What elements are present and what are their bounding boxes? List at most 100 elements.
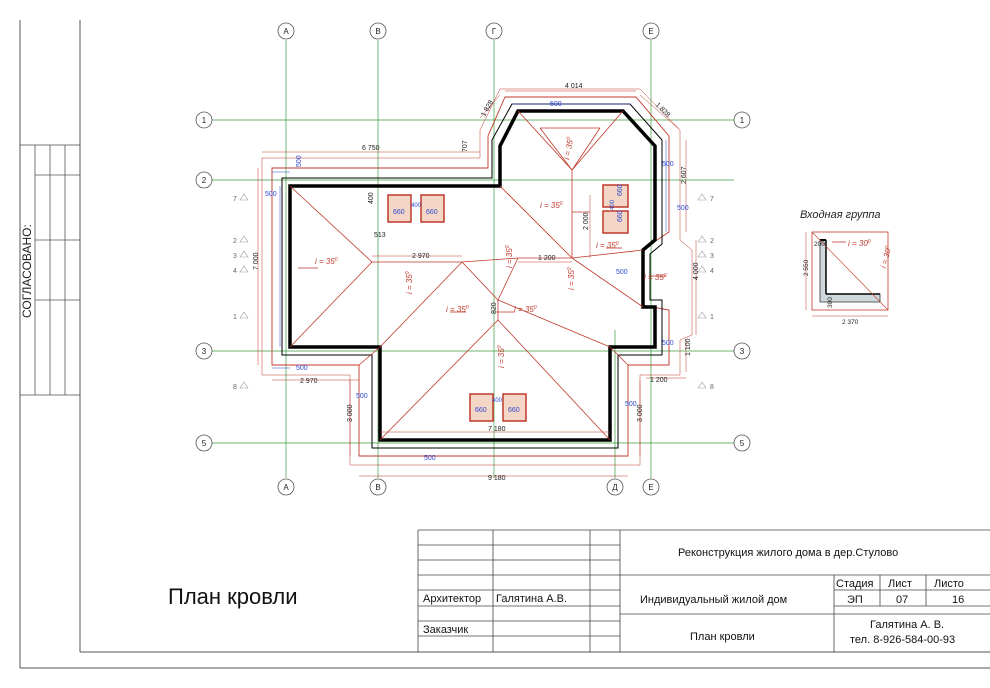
dim-1200-b: 1 200 xyxy=(650,377,668,384)
axis-label-left-2: 2 xyxy=(202,176,207,185)
entrance-slope-2: i = 300 xyxy=(879,245,894,269)
axis-label-bottom-A: А xyxy=(283,483,289,492)
agreement-stamp xyxy=(19,144,81,396)
entrance-dim-2550: 2 550 xyxy=(803,259,810,276)
entrance-title: Входная группа xyxy=(800,209,881,221)
roof-window-group-3: 660 660 400 xyxy=(469,393,527,422)
dim-500-11: 500 xyxy=(424,455,436,462)
slope-label-10: i = 350 xyxy=(644,273,667,282)
entrance-dim-200: 200 xyxy=(814,241,825,248)
dim-6750: 6 750 xyxy=(362,145,380,152)
dim-707: 707 xyxy=(462,140,469,152)
axis-label-bottom-E: Е xyxy=(648,483,653,492)
dim-1100: 1 100 xyxy=(685,338,692,356)
slope-label-4: i = 350 xyxy=(514,305,537,314)
svg-text:400: 400 xyxy=(610,199,616,210)
svg-text:400: 400 xyxy=(411,203,422,209)
dim-500-3: 500 xyxy=(550,101,562,108)
svg-text:660: 660 xyxy=(393,209,405,216)
dim-500-8: 500 xyxy=(296,365,308,372)
axis-label-right-1: 1 xyxy=(740,116,745,125)
axis-bubbles xyxy=(195,22,751,496)
slope-label-9: i = 350 xyxy=(567,267,576,290)
svg-text:2: 2 xyxy=(233,238,237,245)
slope-label-5: i = 350 xyxy=(505,245,514,268)
sheets-label: Листо xyxy=(934,578,964,590)
wall-outline xyxy=(288,109,657,442)
dim-2970-bottom: 2 970 xyxy=(300,378,318,385)
axis-label-left-5: 5 xyxy=(202,439,207,448)
dim-500-9: 500 xyxy=(356,393,368,400)
slope-label-2: i = 350 xyxy=(405,271,414,294)
dim-2607: 2 607 xyxy=(681,166,688,184)
dim-7180: 7 180 xyxy=(488,426,506,433)
sheet-value: 07 xyxy=(896,594,908,606)
svg-text:4: 4 xyxy=(710,268,714,275)
axis-label-right-5: 5 xyxy=(740,439,745,448)
axis-label-top-E: Е xyxy=(648,27,653,36)
architect-label: Архитектор xyxy=(423,593,481,605)
dim-3000-left: 3 000 xyxy=(347,404,354,422)
entrance-dim-300: 300 xyxy=(827,297,834,308)
roof-hip-lines xyxy=(289,110,644,441)
entrance-slope-1: i = 300 xyxy=(848,239,871,248)
dim-9180: 9 180 xyxy=(488,475,506,482)
sheets-value: 16 xyxy=(952,594,964,606)
sheet-name: План кровли xyxy=(690,631,755,643)
entrance-plan xyxy=(805,231,889,317)
svg-text:7: 7 xyxy=(233,196,237,203)
svg-text:660: 660 xyxy=(426,209,438,216)
drawing-title: План кровли xyxy=(168,584,298,609)
customer-label: Заказчик xyxy=(423,624,468,636)
svg-text:1: 1 xyxy=(233,314,237,321)
slope-label-11: i = 350 xyxy=(497,345,506,368)
object-name: Индивидуальный жилой дом xyxy=(640,594,787,606)
dim-500-5: 500 xyxy=(677,205,689,212)
slope-label-3: i = 350 xyxy=(446,305,469,314)
axis-grid xyxy=(212,40,734,478)
svg-text:7: 7 xyxy=(710,196,714,203)
stage-label: Стадия xyxy=(836,578,874,590)
svg-text:2: 2 xyxy=(710,238,714,245)
slope-label-6: i = 350 xyxy=(540,201,563,210)
dim-2970-top: 2 970 xyxy=(412,253,430,260)
dim-1200-a: 1 200 xyxy=(538,255,556,262)
dim-513: 513 xyxy=(374,232,386,239)
project-name: Реконструкция жилого дома в дер.Стулово xyxy=(678,547,898,559)
svg-text:660: 660 xyxy=(617,210,624,222)
svg-text:3: 3 xyxy=(710,253,714,260)
svg-text:1: 1 xyxy=(710,314,714,321)
dim-3000-right: 3 000 xyxy=(637,404,644,422)
dim-4000: 4 000 xyxy=(693,262,700,280)
slope-label-8: i = 350 xyxy=(596,241,619,250)
architect-name: Галятина А.В. xyxy=(496,593,567,605)
slope-label-7: i = 350 xyxy=(562,136,575,160)
dim-500-1: 500 xyxy=(296,155,303,167)
axis-label-bottom-V: В xyxy=(375,483,380,492)
dim-500-6: 500 xyxy=(616,269,628,276)
axis-label-top-A: А xyxy=(283,27,289,36)
level-markers: 7 2 3 4 1 8 7 2 3 4 1 8 xyxy=(233,196,714,391)
svg-text:660: 660 xyxy=(617,184,624,196)
dim-500-10: 500 xyxy=(625,401,637,408)
axis-label-top-V: В xyxy=(375,27,380,36)
axis-label-top-G: Г xyxy=(492,27,497,36)
dim-4014: 4 014 xyxy=(565,83,583,90)
axis-label-left-1: 1 xyxy=(202,116,207,125)
svg-text:400: 400 xyxy=(492,398,503,404)
roof-window-group-2: 660 660 400 xyxy=(602,184,629,234)
axis-label-right-3: 3 xyxy=(740,347,745,356)
sheet-label: Лист xyxy=(888,578,912,590)
roof-window-group-1: 660 660 400 xyxy=(387,194,445,223)
slope-arrows xyxy=(298,211,666,313)
dim-400-a: 400 xyxy=(368,192,375,204)
dim-500-7: 500 xyxy=(662,340,674,347)
title-block-grid xyxy=(417,529,990,652)
stage-value: ЭП xyxy=(847,594,863,606)
author-name: Галятина А. В. xyxy=(870,619,944,631)
svg-text:8: 8 xyxy=(710,384,714,391)
slope-label-1: i = 350 xyxy=(315,257,338,266)
dim-500-4: 500 xyxy=(662,161,674,168)
dim-500-2: 500 xyxy=(265,191,277,198)
axis-label-left-3: 3 xyxy=(202,347,207,356)
